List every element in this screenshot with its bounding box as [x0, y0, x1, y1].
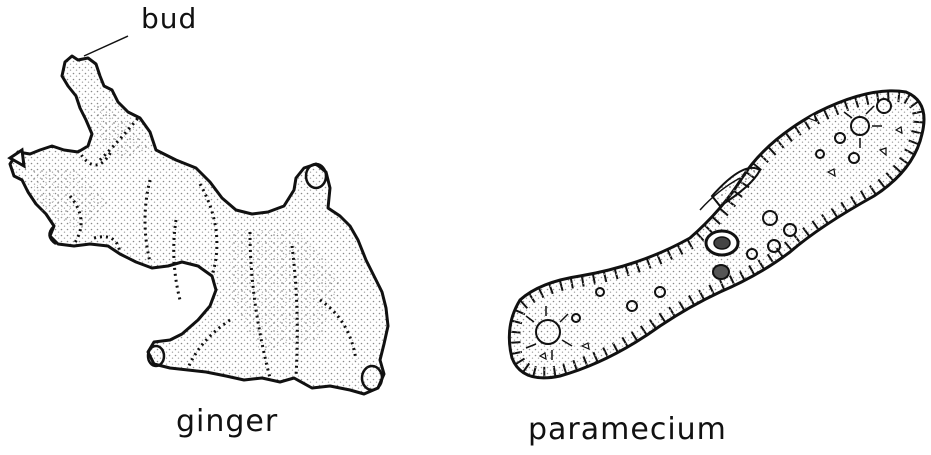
- paramecium-label: paramecium: [528, 412, 727, 447]
- bud-pointer-line: [84, 36, 128, 56]
- ginger-drawing: [10, 36, 388, 394]
- ginger-label: ginger: [176, 404, 278, 439]
- ginger-body: [10, 56, 388, 394]
- bud-label: bud: [141, 2, 197, 35]
- paramecium-drawing: [509, 91, 924, 378]
